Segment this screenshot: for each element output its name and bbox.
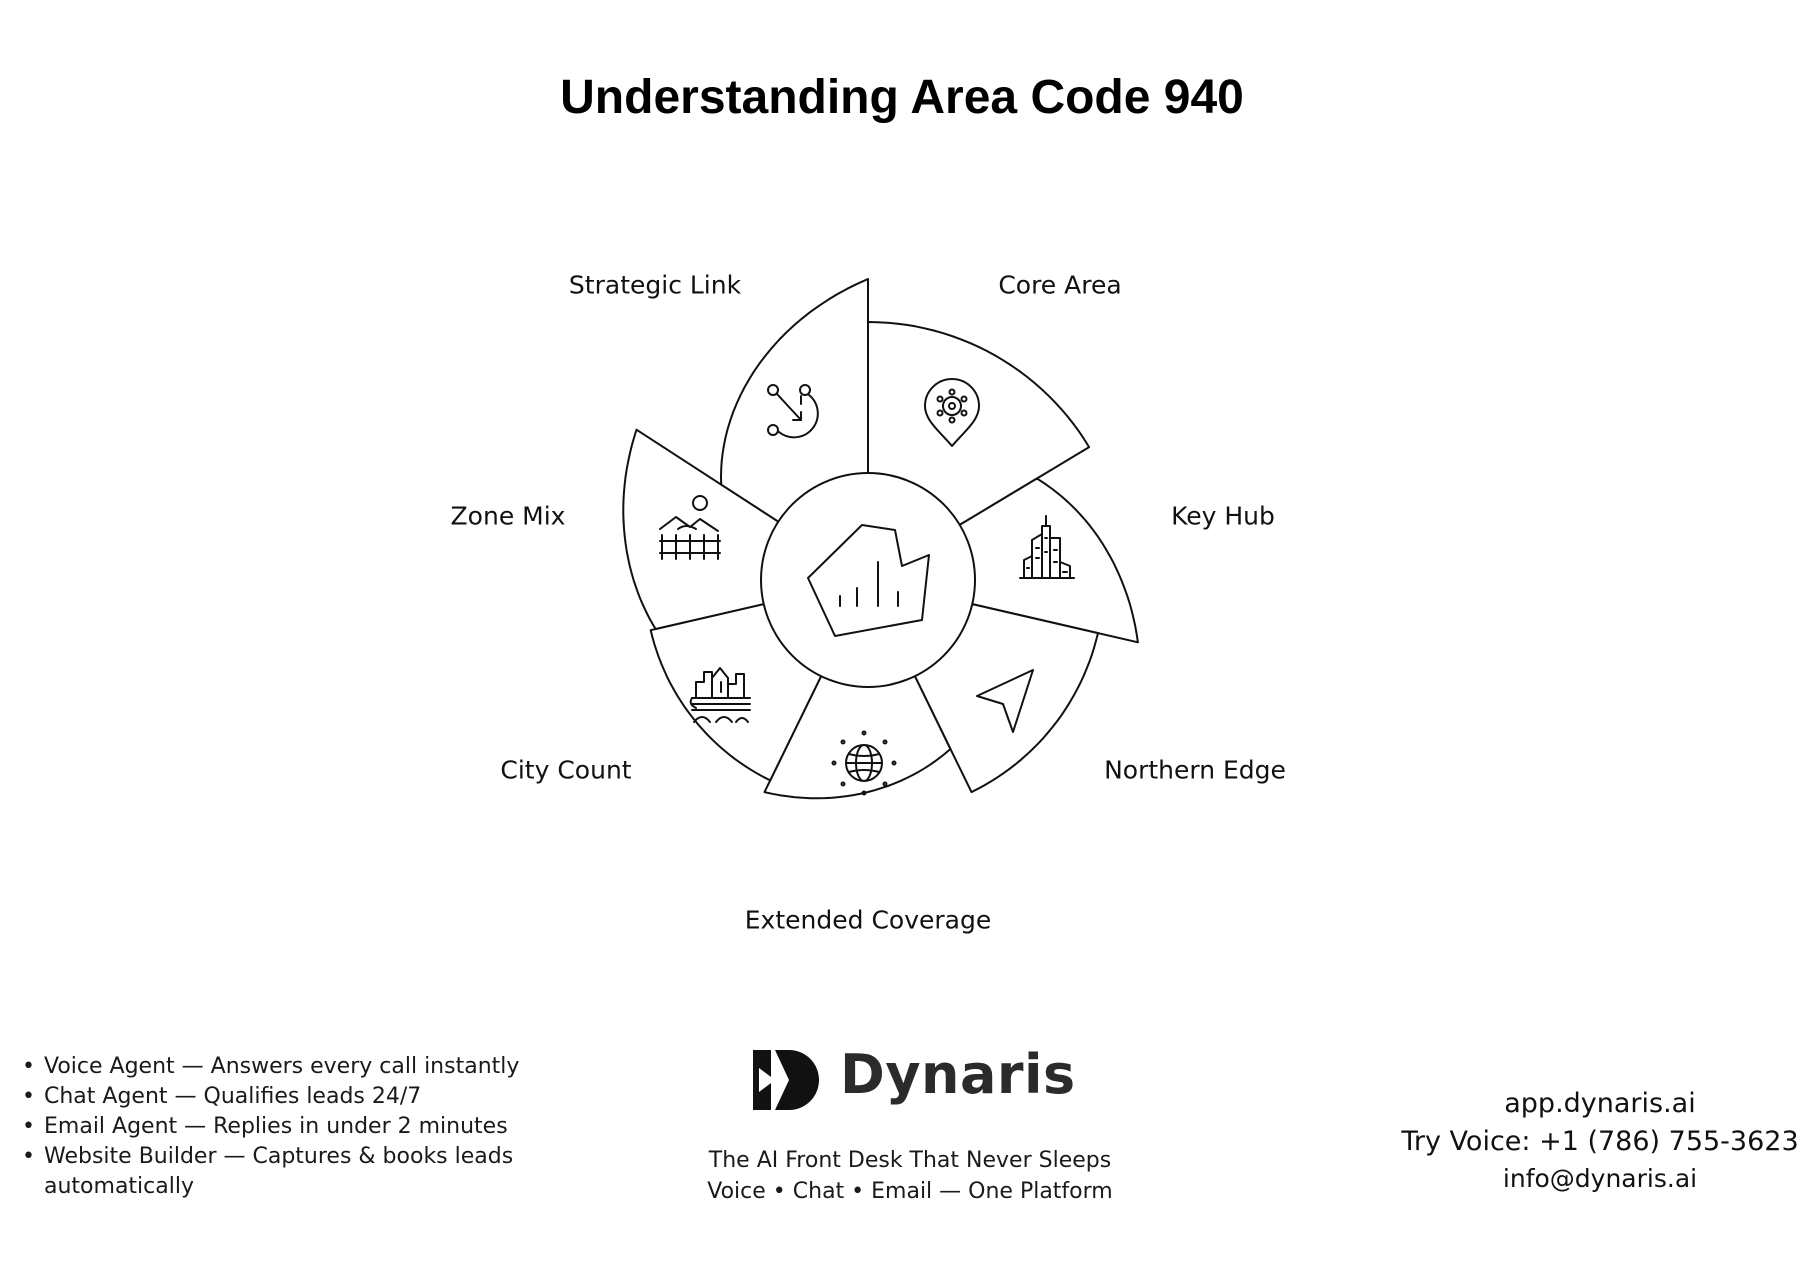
segment-label: Key Hub [1171,501,1275,531]
center-circle [760,472,976,688]
segment-core-area [867,321,1091,526]
segment-label: Core Area [998,270,1122,300]
feature-list: Voice Agent — Answers every call instant… [22,1052,542,1202]
segment-northern-edge [913,603,1099,794]
city-skyline-icon [1019,515,1075,579]
segment-city-count [649,603,823,782]
brand-name: Dynaris [840,1043,1076,1106]
navigation-arrow-icon [976,669,1034,733]
segment-key-hub [958,477,1139,644]
page-title: Understanding Area Code 940 [560,71,1244,124]
segment-zone-mix [622,428,780,630]
brand-subtagline: Voice • Chat • Email — One Platform [707,1179,1113,1204]
globe-icon [831,730,897,796]
segment-label: City Count [500,755,632,785]
route-icon [767,384,819,439]
segment-label: Zone Mix [450,501,566,531]
segment-label: Northern Edge [1104,755,1286,785]
city-bridge-icon [689,667,751,723]
dynaris-logo-icon [753,1050,819,1110]
region-map-chart-icon [807,524,930,637]
badge-location-pin-icon [924,378,980,447]
list-item: Email Agent — Replies in under 2 minutes [22,1112,542,1142]
contact-phone[interactable]: Try Voice: +1 (786) 755-3623 [1401,1126,1799,1157]
landscape-fence-icon [659,495,721,560]
list-item: Website Builder — Captures & books leads… [22,1142,542,1202]
contact-url[interactable]: app.dynaris.ai [1504,1088,1696,1119]
brand-tagline: The AI Front Desk That Never Sleeps [708,1148,1112,1173]
segment-label: Strategic Link [568,270,742,300]
segment-label: Extended Coverage [744,905,992,935]
list-item: Chat Agent — Qualifies leads 24/7 [22,1082,542,1112]
list-item: Voice Agent — Answers every call instant… [22,1052,542,1082]
contact-email[interactable]: info@dynaris.ai [1502,1164,1698,1193]
segment-strategic-link [720,278,869,523]
